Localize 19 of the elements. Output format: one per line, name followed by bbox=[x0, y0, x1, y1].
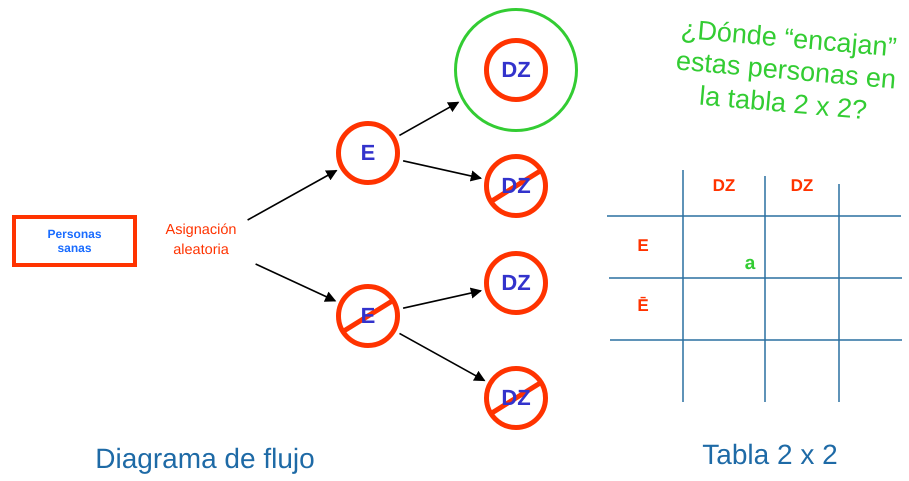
row-header: E bbox=[636, 236, 650, 256]
column-header: DZ bbox=[790, 176, 814, 196]
circle-label: DZ bbox=[501, 57, 531, 83]
cell-text: a bbox=[744, 253, 756, 276]
arrow bbox=[247, 170, 338, 221]
table-caption: Tabla 2 x 2 bbox=[701, 438, 839, 472]
circle-label: E bbox=[360, 140, 376, 166]
row-header: Ē bbox=[636, 296, 650, 316]
step-label: Asignación aleatoria bbox=[164, 221, 238, 260]
question-text: ¿Dónde “encajan” estas personas en la tabla 2 x 2? bbox=[674, 12, 899, 127]
process-box: Personas sanas bbox=[12, 215, 137, 267]
arrow bbox=[402, 160, 482, 182]
arrow bbox=[399, 102, 460, 136]
diagram-caption: Diagrama de flujo bbox=[94, 442, 316, 476]
circle-label: DZ bbox=[501, 270, 531, 296]
arrow bbox=[402, 288, 482, 309]
arrow bbox=[399, 332, 486, 382]
column-header: DZ bbox=[712, 176, 736, 196]
arrow bbox=[255, 263, 336, 302]
